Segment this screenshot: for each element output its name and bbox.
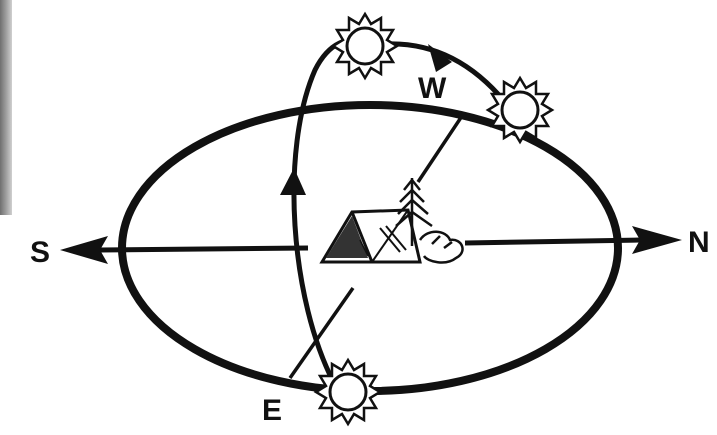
sun-icon: [488, 78, 552, 142]
east-label: E: [262, 394, 282, 427]
south-label: S: [30, 236, 50, 269]
sun-path-arrow-up: [280, 168, 306, 195]
west-label: W: [418, 72, 447, 105]
south-axis-line: [100, 248, 308, 250]
east-direction-line: [290, 288, 353, 378]
north-axis-line: [465, 240, 640, 243]
west-direction-line: [418, 116, 462, 182]
north-label: N: [688, 226, 710, 259]
sun-icon: [333, 14, 397, 78]
